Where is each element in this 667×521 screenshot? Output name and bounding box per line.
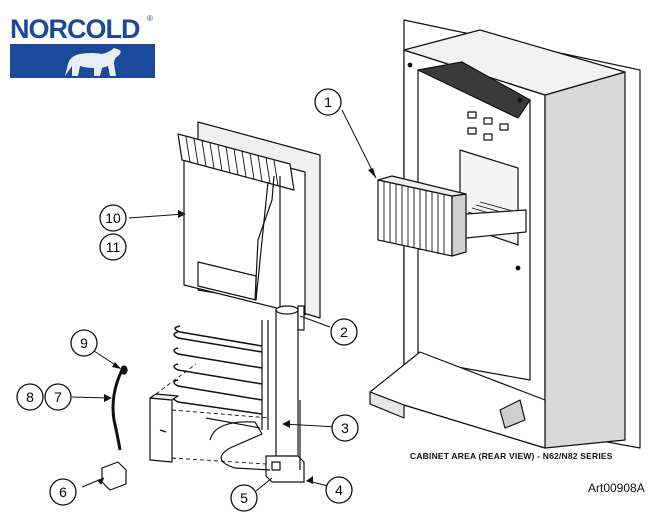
art-number: Art00908A xyxy=(588,481,645,495)
brand-logo-text: NORCOLD xyxy=(10,14,140,44)
callout-3: 3 xyxy=(341,420,349,436)
part-7-8-9-thermocouple-lead xyxy=(111,369,124,451)
cooling-unit-panel xyxy=(177,121,321,320)
part-1-fin-block xyxy=(377,175,467,257)
callout-4: 4 xyxy=(335,482,343,498)
callout-arrowheads xyxy=(97,168,376,485)
callout-5: 5 xyxy=(240,490,248,506)
brand-logo-band xyxy=(10,44,155,78)
callout-10: 10 xyxy=(105,210,121,226)
callout-6: 6 xyxy=(59,484,67,500)
part-9-tip xyxy=(120,365,128,375)
callout-1: 1 xyxy=(324,94,332,110)
callout-2: 2 xyxy=(340,324,348,340)
part-6-cap xyxy=(101,461,127,491)
diagram-caption: CABINET AREA (REAR VIEW) - N62/N82 SERIE… xyxy=(410,451,613,461)
callout-8: 8 xyxy=(26,389,34,405)
boiler-assembly xyxy=(149,305,305,483)
callout-9: 9 xyxy=(80,335,88,351)
polar-bear-icon xyxy=(65,48,121,76)
alignment-lines xyxy=(155,363,271,465)
callout-7: 7 xyxy=(54,389,62,405)
callout-11: 11 xyxy=(106,239,121,255)
callout-circles xyxy=(16,88,359,512)
callout-numbers: 1 2 3 4 5 6 7 8 9 10 11 xyxy=(26,94,349,506)
registered-mark: ® xyxy=(147,14,153,23)
cabinet-illustration xyxy=(369,19,641,449)
